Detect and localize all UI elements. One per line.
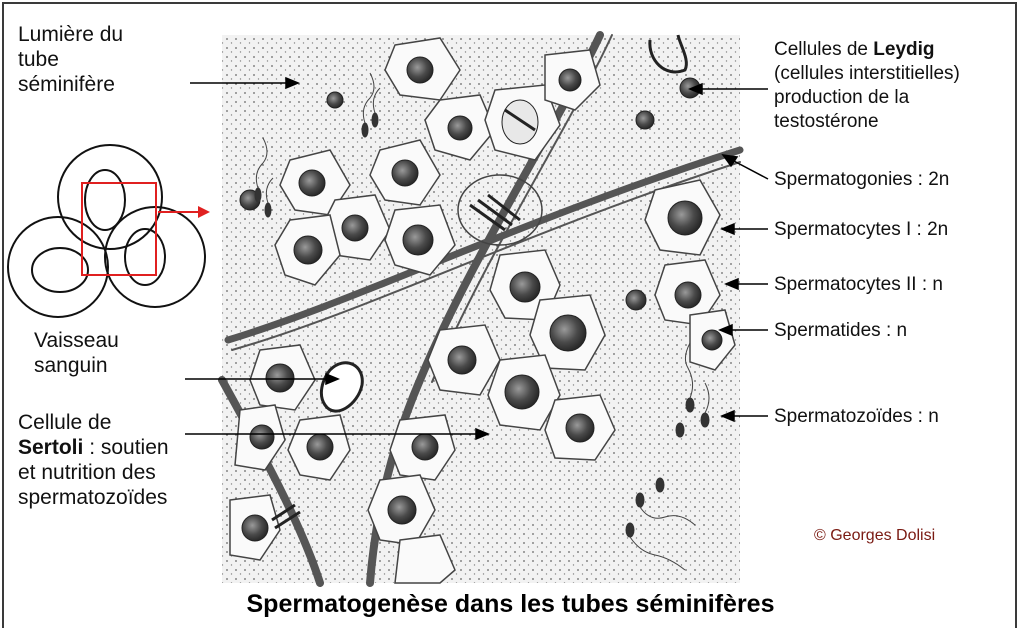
spermatozoides-label: Spermatozoïdes : n <box>774 405 939 429</box>
sertoli-label: Cellule de Sertoli : soutien et nutritio… <box>18 410 169 510</box>
spermatocytes-2-label: Spermatocytes II : n <box>774 273 943 297</box>
figure-title: Spermatogenèse dans les tubes séminifère… <box>0 590 1021 619</box>
spermatogonies-label: Spermatogonies : 2n <box>774 168 949 192</box>
copyright-credit: © Georges Dolisi <box>814 527 935 545</box>
tube-schematic <box>8 145 205 317</box>
leydig-label: Cellules de Leydig (cellules interstitie… <box>774 38 960 134</box>
lumen-label: Lumière du tube séminifère <box>18 22 123 97</box>
spermatocytes-1-label: Spermatocytes I : 2n <box>774 218 948 242</box>
spermatides-label: Spermatides : n <box>774 319 907 343</box>
vessel-label: Vaisseau sanguin <box>34 328 119 378</box>
